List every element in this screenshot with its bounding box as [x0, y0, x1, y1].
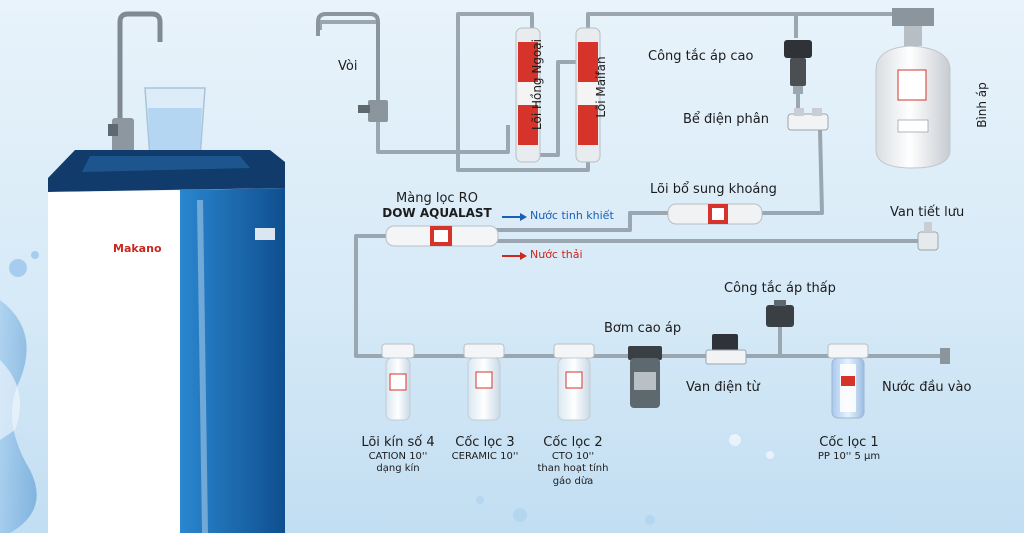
mineral-cartridge [667, 203, 763, 225]
label-filter-4-sub1: CATION 10'' [368, 450, 428, 462]
label-filter-3: Cốc lọc 3 CERAMIC 10'' [440, 435, 530, 463]
flow-restrictor-valve-icon [917, 222, 939, 251]
solenoid-valve-icon [705, 334, 747, 365]
label-water-inlet: Nước đầu vào [882, 380, 972, 395]
label-filter-1: Cốc lọc 1 PP 10'' 5 µm [804, 435, 894, 463]
label-filter-2: Cốc lọc 2 CTO 10'' than hoạt tính gáo dừ… [528, 435, 618, 488]
label-filter-1-title: Cốc lọc 1 [819, 435, 879, 450]
label-ro-membrane-line2: DOW AQUALAST [382, 205, 492, 220]
label-filter-4-title: Lõi kín số 4 [361, 435, 435, 450]
brand-logo-text: Makano [113, 242, 162, 255]
label-mineral-cartridge: Lõi bổ sung khoáng [650, 182, 777, 197]
machine-faucet [117, 11, 163, 140]
waste-water-arrow [502, 252, 527, 260]
high-pressure-switch-icon [784, 40, 812, 94]
label-filter-3-title: Cốc lọc 3 [455, 435, 515, 450]
filter-housing-4 [381, 343, 415, 421]
label-pressure-tank: Bình áp [975, 82, 989, 128]
label-filter-4: Lõi kín số 4 CATION 10'' dạng kín [343, 435, 453, 476]
water-splash-decoration [0, 251, 774, 533]
label-electrolysis-chamber: Bể điện phân [683, 112, 769, 127]
purifier-machine [48, 11, 285, 533]
low-pressure-switch-icon [766, 300, 794, 327]
maifan-cartridge [575, 27, 601, 163]
machine-front [48, 190, 200, 533]
filter-housing-1 [827, 343, 869, 419]
electrolysis-chamber-icon [787, 108, 829, 131]
label-filter-3-sub: CERAMIC 10'' [451, 450, 519, 462]
filter-housing-3 [463, 343, 505, 421]
label-faucet: Vòi [338, 59, 358, 74]
pure-water-arrow [502, 213, 527, 221]
machine-side [180, 188, 285, 533]
label-waste-water: Nước thải [530, 248, 583, 261]
label-hong-ngoai: Lõi Hồng Ngoại [530, 39, 544, 130]
label-low-pressure-switch: Công tắc áp thấp [724, 281, 836, 296]
label-flow-restrictor-valve: Van tiết lưu [890, 205, 965, 220]
label-pure-water: Nước tinh khiết [530, 209, 614, 222]
pipe-network [318, 12, 945, 358]
label-filter-2-sub3: gáo dừa [552, 475, 594, 487]
label-ro-membrane: Màng lọc RO DOW AQUALAST [378, 191, 496, 221]
label-filter-2-title: Cốc lọc 2 [543, 435, 603, 450]
faucet-icon [316, 12, 388, 122]
booster-pump-icon [628, 346, 662, 408]
label-maifan: Lõi Maifan [594, 56, 608, 118]
ro-membrane [385, 225, 499, 247]
filter-housing-2 [553, 343, 595, 421]
label-filter-2-sub1: CTO 10'' [551, 450, 595, 462]
label-high-pressure-switch: Công tắc áp cao [648, 49, 754, 64]
label-ro-membrane-line1: Màng lọc RO [396, 191, 478, 206]
water-inlet-fitting [940, 348, 950, 364]
label-filter-1-sub: PP 10'' 5 µm [817, 450, 881, 462]
label-booster-pump: Bơm cao áp [604, 321, 682, 336]
pressure-tank-icon [875, 8, 951, 169]
label-filter-4-sub2: dạng kín [376, 463, 420, 475]
hong-ngoai-cartridge [515, 27, 541, 163]
label-filter-2-sub2: than hoạt tính [537, 463, 609, 475]
label-solenoid-valve: Van điện từ [686, 380, 760, 395]
